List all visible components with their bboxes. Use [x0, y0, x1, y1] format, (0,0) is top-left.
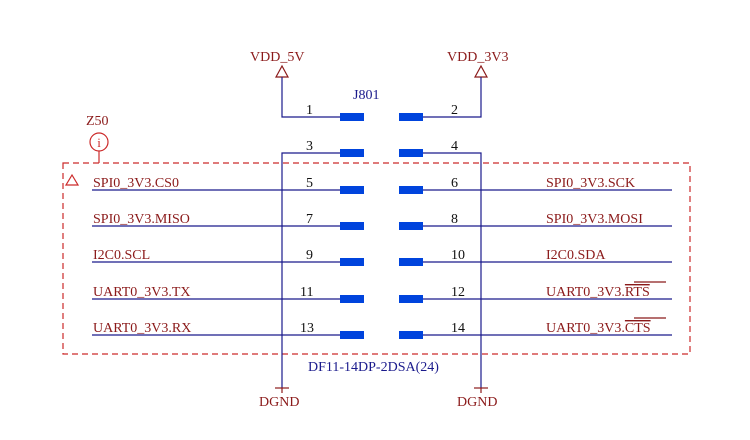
net-label-pin14-prefix: UART0_3V3. — [546, 321, 625, 336]
net-label-pin12: UART0_3V3.RTS — [546, 285, 650, 300]
info-icon[interactable]: i — [89, 132, 109, 152]
net-label-pin14-overbar: CTS — [625, 321, 651, 336]
wire-pin2[interactable] — [423, 77, 482, 118]
net-label-pin14: UART0_3V3.CTS — [546, 321, 651, 336]
pin-number-5: 5 — [306, 176, 313, 191]
pin-number-10: 10 — [451, 248, 465, 263]
net-label-pin12-prefix: UART0_3V3. — [546, 285, 625, 300]
pin-number-2: 2 — [451, 103, 458, 118]
net-label-pin7: SPI0_3V3.MISO — [93, 212, 190, 227]
pad-6[interactable] — [399, 186, 423, 194]
pad-13[interactable] — [340, 331, 364, 339]
net-label-pin5: SPI0_3V3.CS0 — [93, 176, 179, 191]
pin-number-3: 3 — [306, 139, 313, 154]
pin-number-13: 13 — [300, 321, 314, 336]
pad-2[interactable] — [399, 113, 423, 121]
pin-number-8: 8 — [451, 212, 458, 227]
pad-14[interactable] — [399, 331, 423, 339]
net-label-pin9: I2C0.SCL — [93, 248, 150, 263]
net-label-pin10: I2C0.SDA — [546, 248, 606, 263]
pad-7[interactable] — [340, 222, 364, 230]
connector-part-number: DF11-14DP-2DSA(24) — [308, 360, 439, 375]
power-label-right: VDD_3V3 — [447, 50, 508, 65]
wire-pin3[interactable] — [281, 152, 340, 388]
power-label-left: VDD_5V — [250, 50, 304, 65]
pad-3[interactable] — [340, 149, 364, 157]
pad-4[interactable] — [399, 149, 423, 157]
pad-11[interactable] — [340, 295, 364, 303]
pad-10[interactable] — [399, 258, 423, 266]
connector-refdes: J801 — [353, 88, 379, 103]
pin-number-14: 14 — [451, 321, 465, 336]
pin-number-9: 9 — [306, 248, 313, 263]
pad-9[interactable] — [340, 258, 364, 266]
net-label-pin8: SPI0_3V3.MOSI — [546, 212, 643, 227]
net-label-pin11: UART0_3V3.TX — [93, 285, 191, 300]
wire-pin1[interactable] — [281, 77, 340, 118]
net-label-pin6: SPI0_3V3.SCK — [546, 176, 635, 191]
pad-12[interactable] — [399, 295, 423, 303]
annotation-label: Z50 — [86, 114, 109, 129]
pad-5[interactable] — [340, 186, 364, 194]
ground-label-left: DGND — [259, 395, 299, 410]
ground-label-right: DGND — [457, 395, 497, 410]
pin-number-11: 11 — [300, 285, 313, 300]
net-label-pin12-overbar: RTS — [625, 285, 650, 300]
power-arrow-left-icon — [274, 64, 290, 78]
pin-number-7: 7 — [306, 212, 313, 227]
pin-number-12: 12 — [451, 285, 465, 300]
wire-pin4[interactable] — [423, 152, 482, 388]
power-arrow-right-icon — [473, 64, 489, 78]
pad-8[interactable] — [399, 222, 423, 230]
pin-number-4: 4 — [451, 139, 458, 154]
selection-box[interactable] — [62, 162, 691, 355]
pin-number-1: 1 — [306, 103, 313, 118]
net-label-pin13: UART0_3V3.RX — [93, 321, 191, 336]
pin-number-6: 6 — [451, 176, 458, 191]
pad-1[interactable] — [340, 113, 364, 121]
warning-triangle-icon — [64, 173, 80, 186]
info-icon-glyph: i — [97, 135, 101, 150]
